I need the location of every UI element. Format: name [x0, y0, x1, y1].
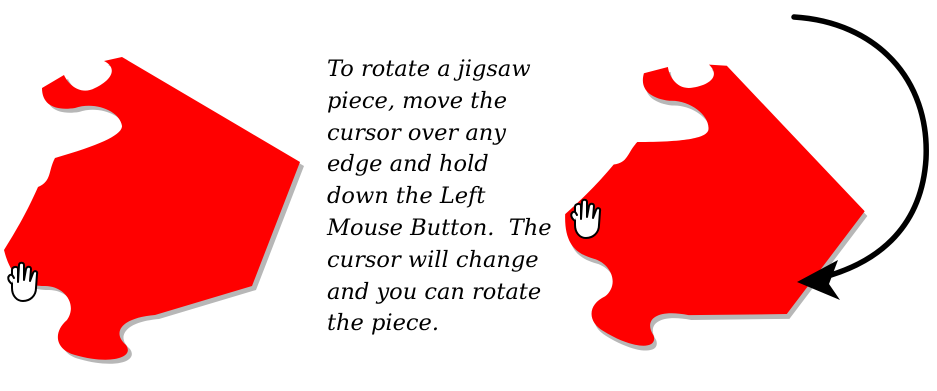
- instruction-line: cursor will change: [327, 245, 602, 277]
- instruction-line: edge and hold: [327, 149, 602, 181]
- instruction-line: down the Left: [327, 181, 602, 213]
- rotation-instructions: To rotate a jigsaw piece, move the curso…: [327, 54, 602, 340]
- instruction-line: and you can rotate: [327, 277, 602, 309]
- instruction-line: the piece.: [327, 308, 602, 340]
- left-jigsaw-piece: [4, 57, 304, 364]
- instruction-line: To rotate a jigsaw: [327, 54, 602, 86]
- left-piece-body: [4, 57, 300, 360]
- instruction-line: Mouse Button. The: [327, 213, 602, 245]
- instruction-line: cursor over any: [327, 118, 602, 150]
- instruction-line: piece, move the: [327, 86, 602, 118]
